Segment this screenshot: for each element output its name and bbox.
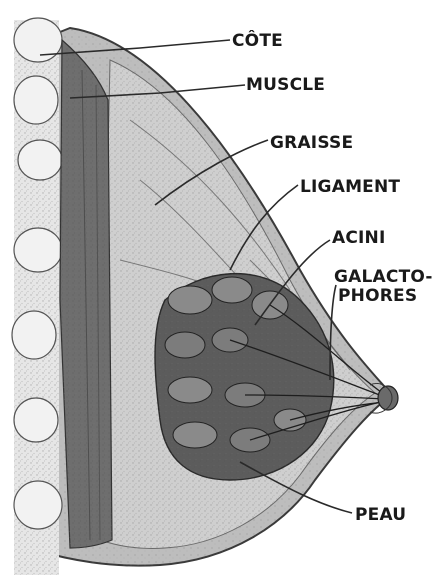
label-galacto-line1: GALACTO-: [334, 267, 433, 287]
label-peau: PEAU: [355, 505, 406, 525]
rib-section: [14, 18, 62, 62]
lobule: [168, 286, 212, 314]
rib-section: [14, 481, 62, 529]
muscle-band: [60, 40, 112, 548]
lobule: [173, 422, 217, 448]
label-acini: ACINI: [332, 228, 386, 248]
rib-section: [18, 140, 62, 180]
rib-section: [14, 76, 58, 124]
label-ligament: LIGAMENT: [300, 177, 400, 197]
rib-section: [14, 398, 58, 442]
lobule: [212, 277, 252, 303]
rib-section: [12, 311, 56, 359]
lobule: [165, 332, 205, 358]
label-graisse: GRAISSE: [270, 133, 353, 153]
rib-section: [14, 228, 62, 272]
label-galacto-line2: PHORES: [338, 286, 417, 306]
lobule: [168, 377, 212, 403]
label-muscle: MUSCLE: [246, 75, 325, 95]
rib-column: [12, 18, 62, 575]
label-cote: CÔTE: [232, 29, 283, 51]
